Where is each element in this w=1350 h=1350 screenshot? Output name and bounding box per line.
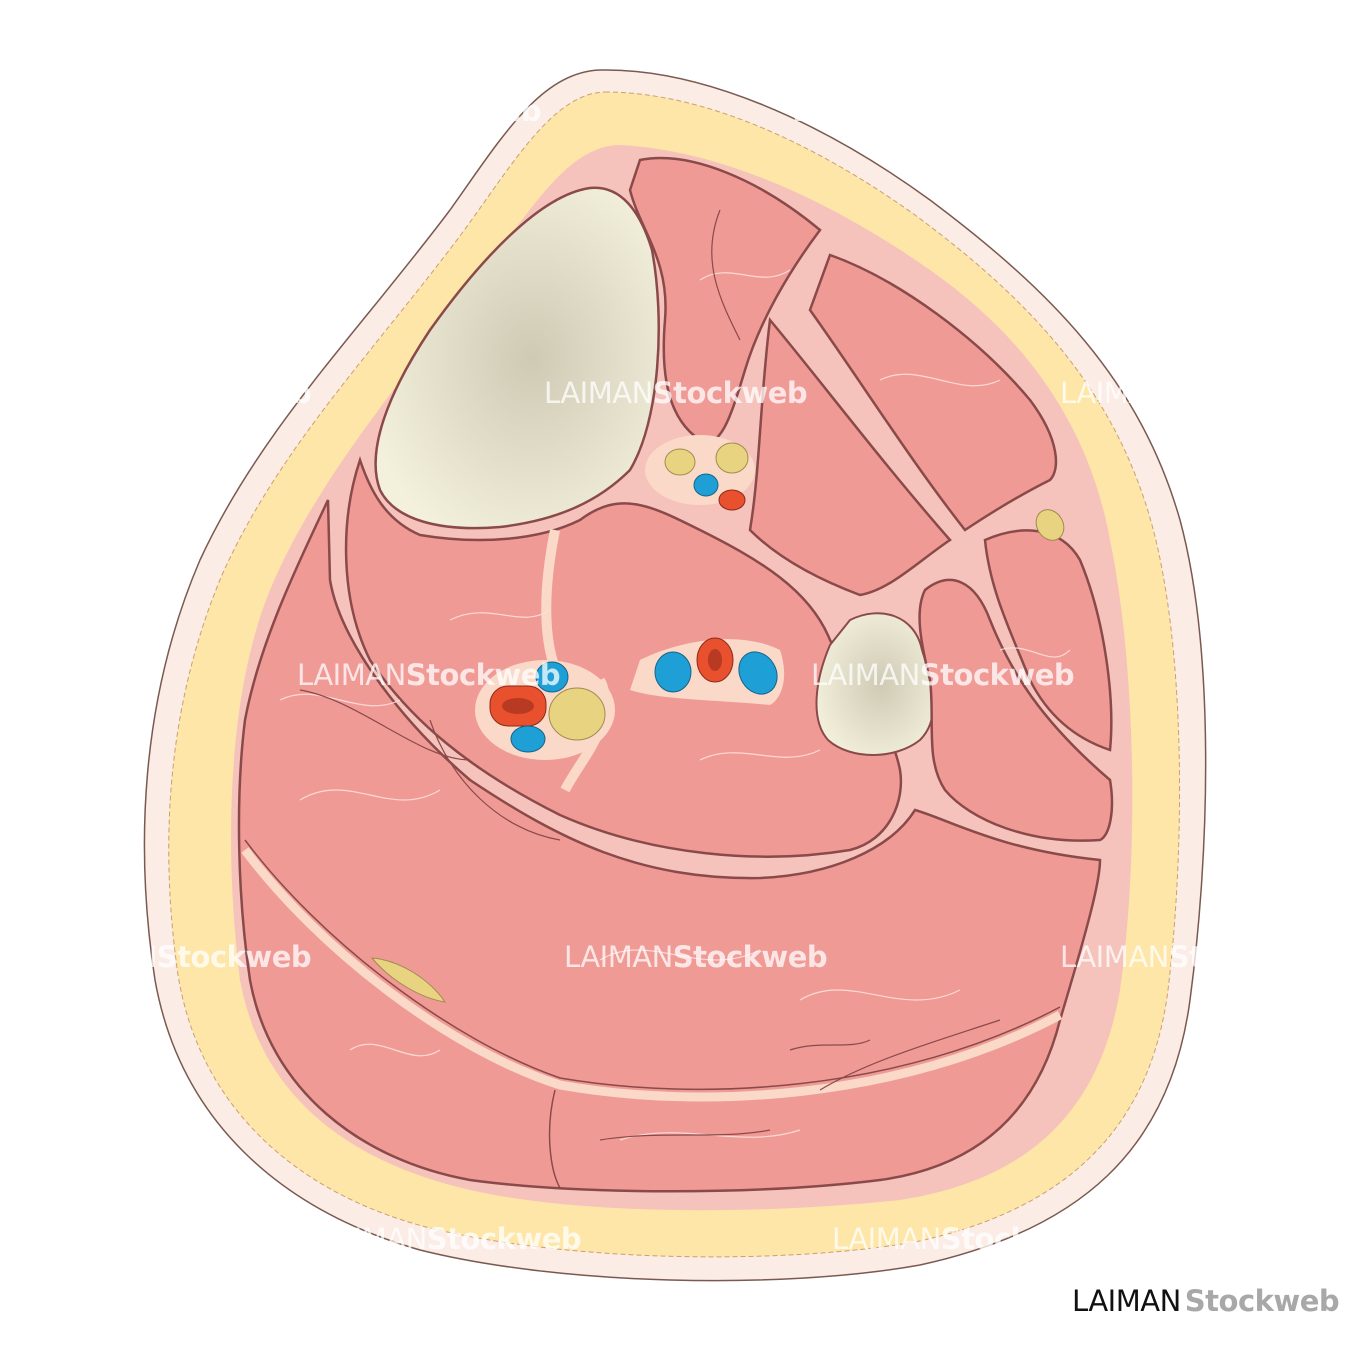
lateral-muscle-1 xyxy=(983,529,1113,752)
vein xyxy=(693,473,719,497)
muscle-septum xyxy=(241,847,1063,1102)
sural-nerve xyxy=(370,957,447,1003)
watermark: LAIMANStockweb xyxy=(792,94,1056,128)
lateral-muscle-2 xyxy=(918,578,1114,842)
fibula-bone xyxy=(815,612,935,756)
nerve xyxy=(715,442,749,474)
superficial-peroneal-nerve xyxy=(1035,509,1065,541)
muscle-fold-lines xyxy=(299,209,1001,1141)
vein xyxy=(535,661,569,693)
watermark: LAIMANStockweb xyxy=(48,940,312,974)
watermark: LAIMANStockweb xyxy=(278,94,542,128)
nerve xyxy=(664,448,696,476)
watermark: LAIMANStockweb xyxy=(1060,940,1324,974)
posterior-neurovascular-bundle xyxy=(475,660,615,760)
posterior-muscle xyxy=(237,499,1102,1193)
watermark: LAIMANStockweb xyxy=(544,376,808,410)
anterior-muscle-2 xyxy=(748,316,952,597)
watermark: LAIMANStockweb xyxy=(48,376,312,410)
tibia-bone xyxy=(374,186,660,530)
vein xyxy=(654,651,692,693)
peroneal-vessels xyxy=(630,637,785,705)
watermark: LAIMANStockweb xyxy=(811,658,1075,692)
tibial-nerve xyxy=(548,687,606,741)
muscle-septum-outline xyxy=(244,839,1061,1189)
vein xyxy=(510,725,546,753)
anterior-muscle-1 xyxy=(628,156,822,444)
watermark: LAIMANStockweb xyxy=(832,1222,1096,1256)
watermark: LAIMANStockweb xyxy=(318,1222,582,1256)
anterior-neurovascular-bundle xyxy=(645,435,755,511)
anterior-muscle-3 xyxy=(808,253,1058,532)
vein xyxy=(738,651,778,695)
deep-posterior-muscle xyxy=(344,456,903,858)
watermark: LAIMANStockweb xyxy=(564,940,828,974)
watermark: LAIMANStockweb xyxy=(1060,376,1324,410)
watermark: LAIMANStockweb xyxy=(297,658,561,692)
artery xyxy=(718,489,746,511)
